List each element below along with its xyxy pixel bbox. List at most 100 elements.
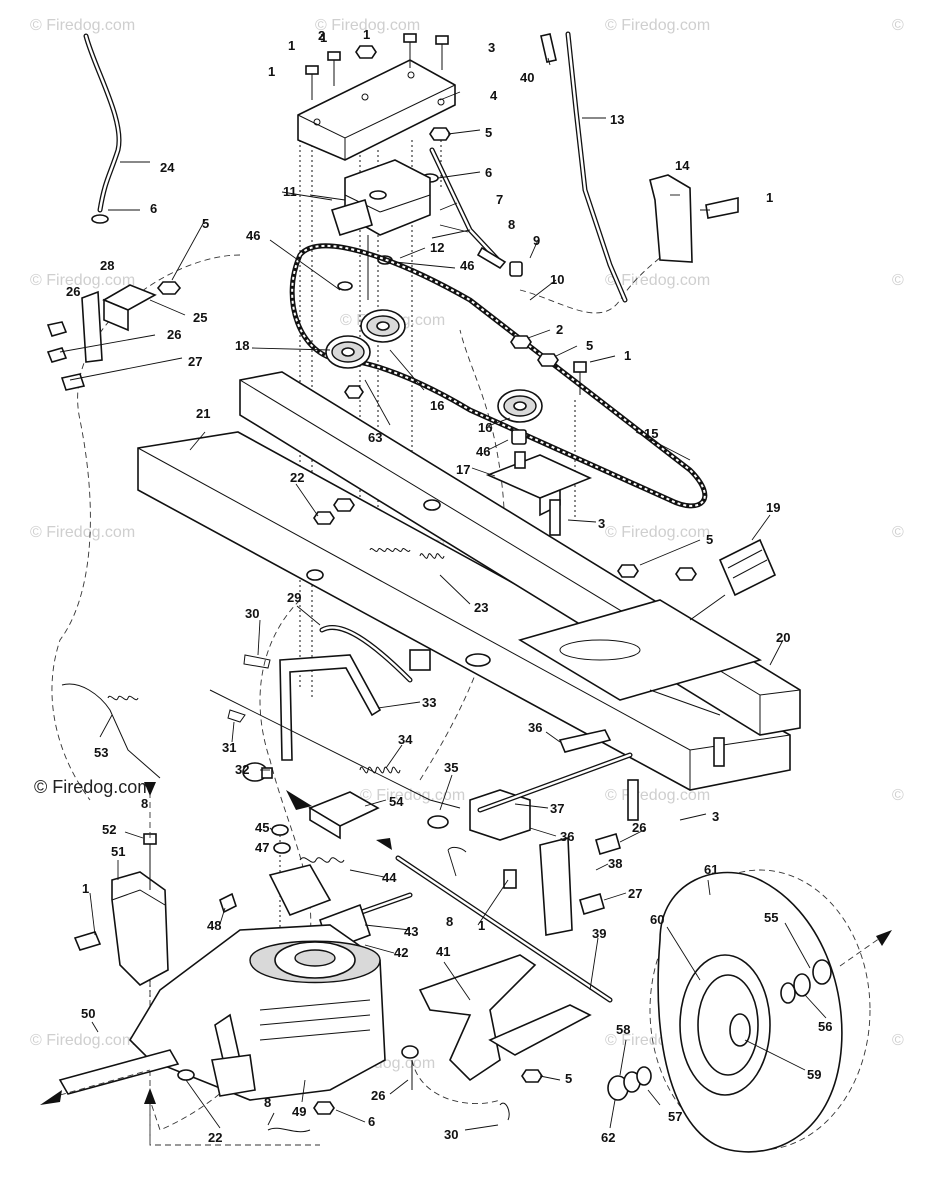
- callout-label: 2: [318, 28, 325, 43]
- callout-label: 3: [488, 40, 495, 55]
- callout-label: 61: [704, 862, 718, 877]
- callout-label: 3: [712, 809, 719, 824]
- callout-label: 62: [601, 1130, 615, 1145]
- callout-label: 56: [818, 1019, 832, 1034]
- callout-label: 36: [560, 829, 574, 844]
- callout-label: 13: [610, 112, 624, 127]
- callout-label: 3: [598, 516, 605, 531]
- callout-label: 52: [102, 822, 116, 837]
- callout-label: 8: [446, 914, 453, 929]
- left-bracket-cluster: [46, 281, 182, 391]
- callout-label: 26: [66, 284, 80, 299]
- callout-label: 27: [628, 886, 642, 901]
- transaxle-mount-bracket: [73, 833, 169, 986]
- callout-label: 31: [222, 740, 236, 755]
- callout-label: 39: [592, 926, 606, 941]
- callout-label: 49: [292, 1104, 306, 1119]
- direction-arrows: [40, 780, 892, 1140]
- callout-label: 12: [430, 240, 444, 255]
- callout-label: 1: [363, 27, 370, 42]
- linkage-rods: [83, 31, 739, 303]
- callout-label: 14: [675, 158, 690, 173]
- callout-label: 8: [141, 796, 148, 811]
- leader-lines: [59, 57, 827, 1131]
- callout-label: 1: [82, 881, 89, 896]
- callout-label: 15: [644, 426, 658, 441]
- callout-label: 1: [320, 30, 327, 45]
- callout-label: 6: [485, 165, 492, 180]
- callout-label: 40: [520, 70, 534, 85]
- callout-label: 22: [208, 1130, 222, 1145]
- watermark-text: © Firedog.com: [30, 524, 135, 541]
- callout-label: 60: [650, 912, 664, 927]
- callout-label: 8: [264, 1095, 271, 1110]
- callout-label: 26: [632, 820, 646, 835]
- callout-label: 27: [188, 354, 202, 369]
- callout-label: 29: [287, 590, 301, 605]
- idler-pulleys: [325, 309, 593, 536]
- callout-label: 20: [776, 630, 790, 645]
- callout-label: 43: [404, 924, 418, 939]
- callout-label: 50: [81, 1006, 95, 1021]
- callout-label: 55: [764, 910, 778, 925]
- callout-label: 53: [94, 745, 108, 760]
- callout-label: 45: [255, 820, 269, 835]
- watermark-text: © Firedog.com: [605, 524, 710, 541]
- watermark-text: © Firedog.com: [315, 17, 420, 34]
- callout-label: 33: [422, 695, 436, 710]
- watermark-copyright: ©: [892, 524, 904, 541]
- callout-label: 46: [460, 258, 474, 273]
- callout-label: 5: [586, 338, 593, 353]
- callout-label: 10: [550, 272, 564, 287]
- callout-label: 30: [245, 606, 259, 621]
- callout-label: 59: [807, 1067, 821, 1082]
- callout-label: 24: [160, 160, 175, 175]
- callout-label: 22: [290, 470, 304, 485]
- watermark-text: © Firedog.com: [30, 272, 135, 289]
- watermark-text: © Firedog.com: [30, 17, 135, 34]
- callout-label: 41: [436, 944, 450, 959]
- callout-label: 8: [508, 217, 515, 232]
- callout-label: 38: [608, 856, 622, 871]
- callout-label: 28: [100, 258, 114, 273]
- callout-label: 6: [150, 201, 157, 216]
- callout-label: 18: [235, 338, 249, 353]
- callout-label: 37: [550, 801, 564, 816]
- callout-label: 25: [193, 310, 207, 325]
- watermark-copyright: ©: [892, 787, 904, 804]
- callout-label: 58: [616, 1022, 630, 1037]
- callout-label: 30: [444, 1127, 458, 1142]
- callout-label: 46: [476, 444, 490, 459]
- callout-label: 47: [255, 840, 269, 855]
- callout-label: 44: [382, 870, 397, 885]
- callout-label: 11: [283, 184, 297, 199]
- watermark-copyright: ©: [892, 17, 904, 34]
- watermark-copyright: ©: [892, 272, 904, 289]
- watermark-copyright: ©: [892, 1032, 904, 1049]
- callout-label: 34: [398, 732, 413, 747]
- top-bracket-assembly: [297, 33, 523, 300]
- callout-label: 1: [288, 38, 295, 53]
- callout-label: 46: [246, 228, 260, 243]
- callout-label: 42: [394, 945, 408, 960]
- callout-label: 23: [474, 600, 488, 615]
- callout-label: 5: [485, 125, 492, 140]
- callout-label: 1: [766, 190, 773, 205]
- watermark-text: © Firedog.com: [30, 1032, 135, 1049]
- callout-label: 4: [490, 88, 498, 103]
- callout-label: 36: [528, 720, 542, 735]
- callout-label: 57: [668, 1109, 682, 1124]
- callout-label: 63: [368, 430, 382, 445]
- main-frame: [137, 371, 801, 821]
- callout-label: 16: [478, 420, 492, 435]
- callout-label: 5: [202, 216, 209, 231]
- callout-label: 6: [368, 1114, 375, 1129]
- drive-belt: [289, 243, 708, 509]
- clutch-brake-linkage: [61, 624, 633, 853]
- callout-label: 51: [111, 844, 125, 859]
- callout-label: 9: [533, 233, 540, 248]
- callout-label: 7: [496, 192, 503, 207]
- callout-label: 26: [167, 327, 181, 342]
